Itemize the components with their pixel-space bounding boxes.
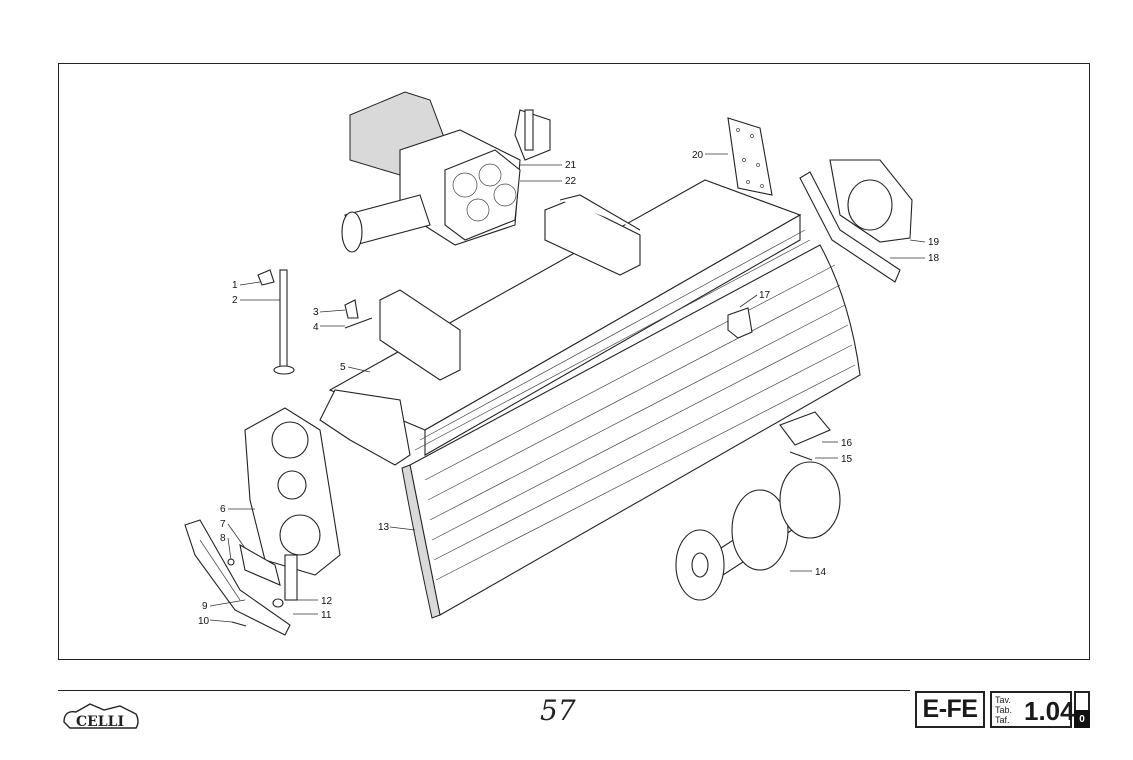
plate-20 — [727, 117, 773, 196]
bolt-10 — [231, 621, 247, 627]
pin-4 — [344, 317, 373, 329]
callout-15: 15 — [841, 454, 853, 465]
callout-10: 10 — [198, 616, 210, 627]
main-frame — [319, 179, 811, 466]
adjuster-12 — [284, 554, 298, 601]
bracket-7 — [239, 543, 281, 586]
bolt-15 — [789, 451, 813, 461]
revision-badge: 0 — [1074, 710, 1090, 728]
callout-18: 18 — [928, 253, 940, 264]
table-label-tab: Tab. — [995, 705, 1013, 715]
callout-5: 5 — [340, 362, 346, 373]
bushing-11 — [272, 598, 284, 608]
callout-12: 12 — [321, 596, 333, 607]
skid-9 — [184, 519, 291, 636]
callout-17: 17 — [759, 290, 771, 301]
callout-11: 11 — [321, 610, 332, 621]
leader-lines — [209, 153, 926, 623]
logo-wordmark: CELLI — [76, 714, 124, 730]
callout-2: 2 — [232, 295, 238, 306]
callout-21: 21 — [565, 160, 577, 171]
table-number: 1.04 — [1024, 696, 1075, 726]
callout-9: 9 — [202, 601, 208, 612]
clip-3 — [344, 299, 359, 319]
callout-4: 4 — [313, 322, 319, 333]
table-label-taf: Taf. — [995, 715, 1010, 725]
callout-14: 14 — [815, 567, 827, 578]
rotor-14 — [675, 461, 841, 601]
skid-18 — [799, 171, 901, 283]
callout-13: 13 — [378, 522, 390, 533]
callout-20: 20 — [692, 150, 704, 161]
table-labels: Tav. Tab. Taf. — [995, 695, 1012, 725]
revision-box-top — [1074, 691, 1090, 710]
callout-8: 8 — [220, 533, 226, 544]
callout-3: 3 — [313, 307, 319, 318]
drawing-frame — [58, 63, 1090, 660]
table-label-tav: Tav. — [995, 695, 1011, 705]
cap-1 — [257, 269, 275, 286]
footer-rule — [58, 690, 910, 691]
table-number-box: Tav. Tab. Taf. 1.04 — [990, 691, 1075, 728]
gearbox-assembly — [341, 91, 551, 253]
rear-shield-13 — [401, 244, 861, 619]
celli-logo: CELLI — [63, 703, 139, 730]
page-number: 57 — [540, 694, 576, 727]
side-plate-19 — [829, 159, 913, 243]
side-plate-6 — [244, 407, 341, 576]
callout-16: 16 — [841, 438, 853, 449]
callout-labels: 1 2 3 4 5 6 7 8 9 10 11 12 13 14 15 16 1… — [198, 150, 940, 627]
callout-22: 22 — [565, 176, 577, 187]
callout-1: 1 — [232, 280, 238, 291]
callout-6: 6 — [220, 504, 226, 515]
callout-7: 7 — [220, 519, 226, 530]
pin-2-base — [273, 365, 295, 375]
hinge-17 — [727, 307, 753, 339]
bracket-16 — [779, 411, 831, 446]
callout-19: 19 — [928, 237, 940, 248]
pin-2 — [279, 269, 288, 371]
exploded-parts-diagram: 1 2 3 4 5 6 7 8 9 10 11 12 13 14 15 16 1… — [184, 91, 940, 636]
sheet-code: E-FE — [915, 691, 985, 728]
